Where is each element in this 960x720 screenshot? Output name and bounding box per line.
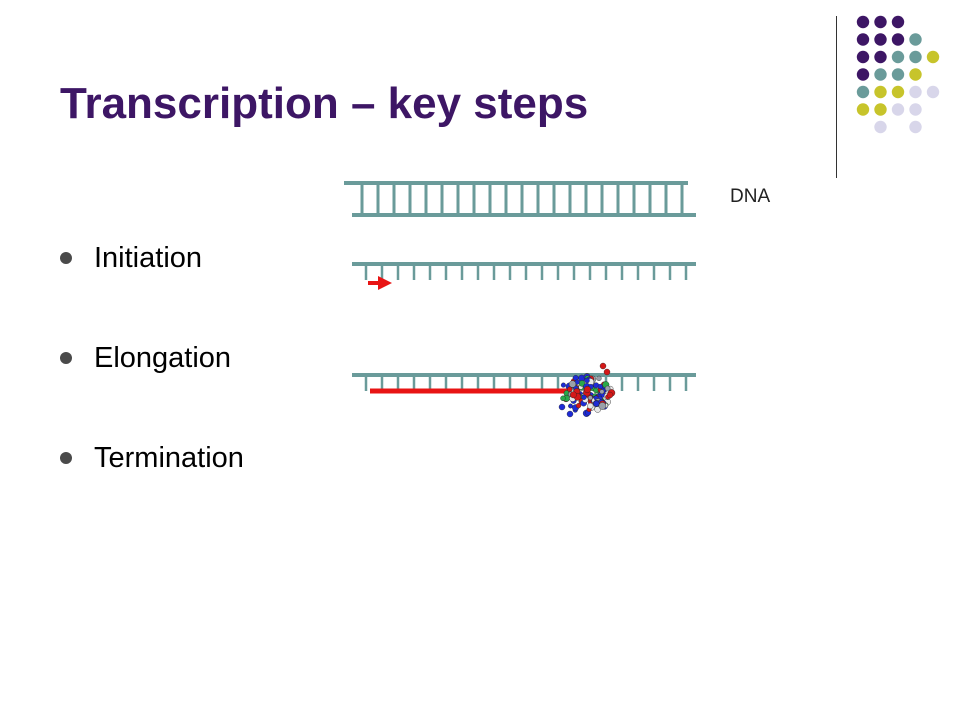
decorative-dot [874,103,887,116]
decorative-dot [874,68,887,81]
slide-title: Transcription – key steps [60,79,589,128]
bullet-dot-icon [60,352,72,364]
decorative-dot [874,85,887,99]
decorative-dot [891,103,905,116]
decorative-dot [874,15,887,29]
decorative-dot [856,50,870,64]
step-label: Elongation [94,342,232,374]
decorative-dot [891,68,905,81]
dna-double-strand [344,181,696,217]
decorative-dot [856,33,870,46]
step-termination: Termination [60,440,244,540]
step-initiation: Initiation [60,240,244,340]
rna-polymerase-icon [558,362,616,418]
decorative-dot [891,50,905,64]
decorative-dot [909,33,922,46]
decorative-dot [856,15,870,29]
decorative-dot [909,85,922,99]
decorative-dot [909,103,922,116]
bullet-dot-icon [60,252,72,264]
decorative-dot [926,85,940,99]
decorative-dot [891,15,905,29]
step-label: Initiation [94,242,203,274]
decorative-dot [874,33,887,46]
start-arrow-icon [368,276,392,290]
decorative-dot [856,68,870,81]
decorative-dot [909,50,922,64]
decorative-dot [926,50,940,64]
decorative-dot [909,68,922,81]
dna-single-strand-initiation [352,262,696,280]
decorative-dot [909,120,922,134]
decorative-dot [856,103,870,116]
dna-label: DNA [730,186,771,207]
bullet-dot-icon [60,452,72,464]
step-elongation: Elongation [60,340,244,440]
corner-divider [836,16,837,178]
decorative-dot [874,50,887,64]
decorative-dot-grid [856,15,940,134]
decorative-dot [891,33,905,46]
step-label: Termination [94,442,244,474]
decorative-dot [891,85,905,99]
step-list: Initiation Elongation Termination [60,240,244,540]
decorative-dot [874,120,887,134]
decorative-dot [856,85,870,99]
